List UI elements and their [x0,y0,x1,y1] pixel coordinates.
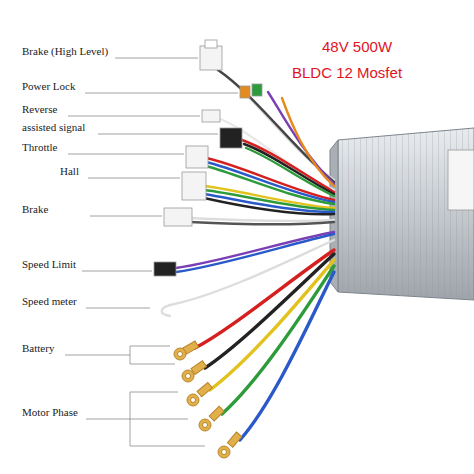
wire-label: Motor Phase [22,406,78,419]
wire-label: Brake (High Level) [22,45,108,58]
wire-label: assisted signal [22,121,85,134]
wire-label: Reverse [22,103,57,116]
wire-label: Power Lock [22,80,75,93]
rating-text: BLDC 12 Mosfet [292,64,402,82]
wire-label: Speed Limit [22,258,76,271]
wire-label: Battery [22,342,54,355]
rating-text: 48V 500W [322,38,392,56]
wire-label: Brake [22,203,48,216]
wire-label: Hall [60,165,79,178]
wire-label: Speed meter [22,295,77,308]
wire-label: Throttle [22,141,57,154]
